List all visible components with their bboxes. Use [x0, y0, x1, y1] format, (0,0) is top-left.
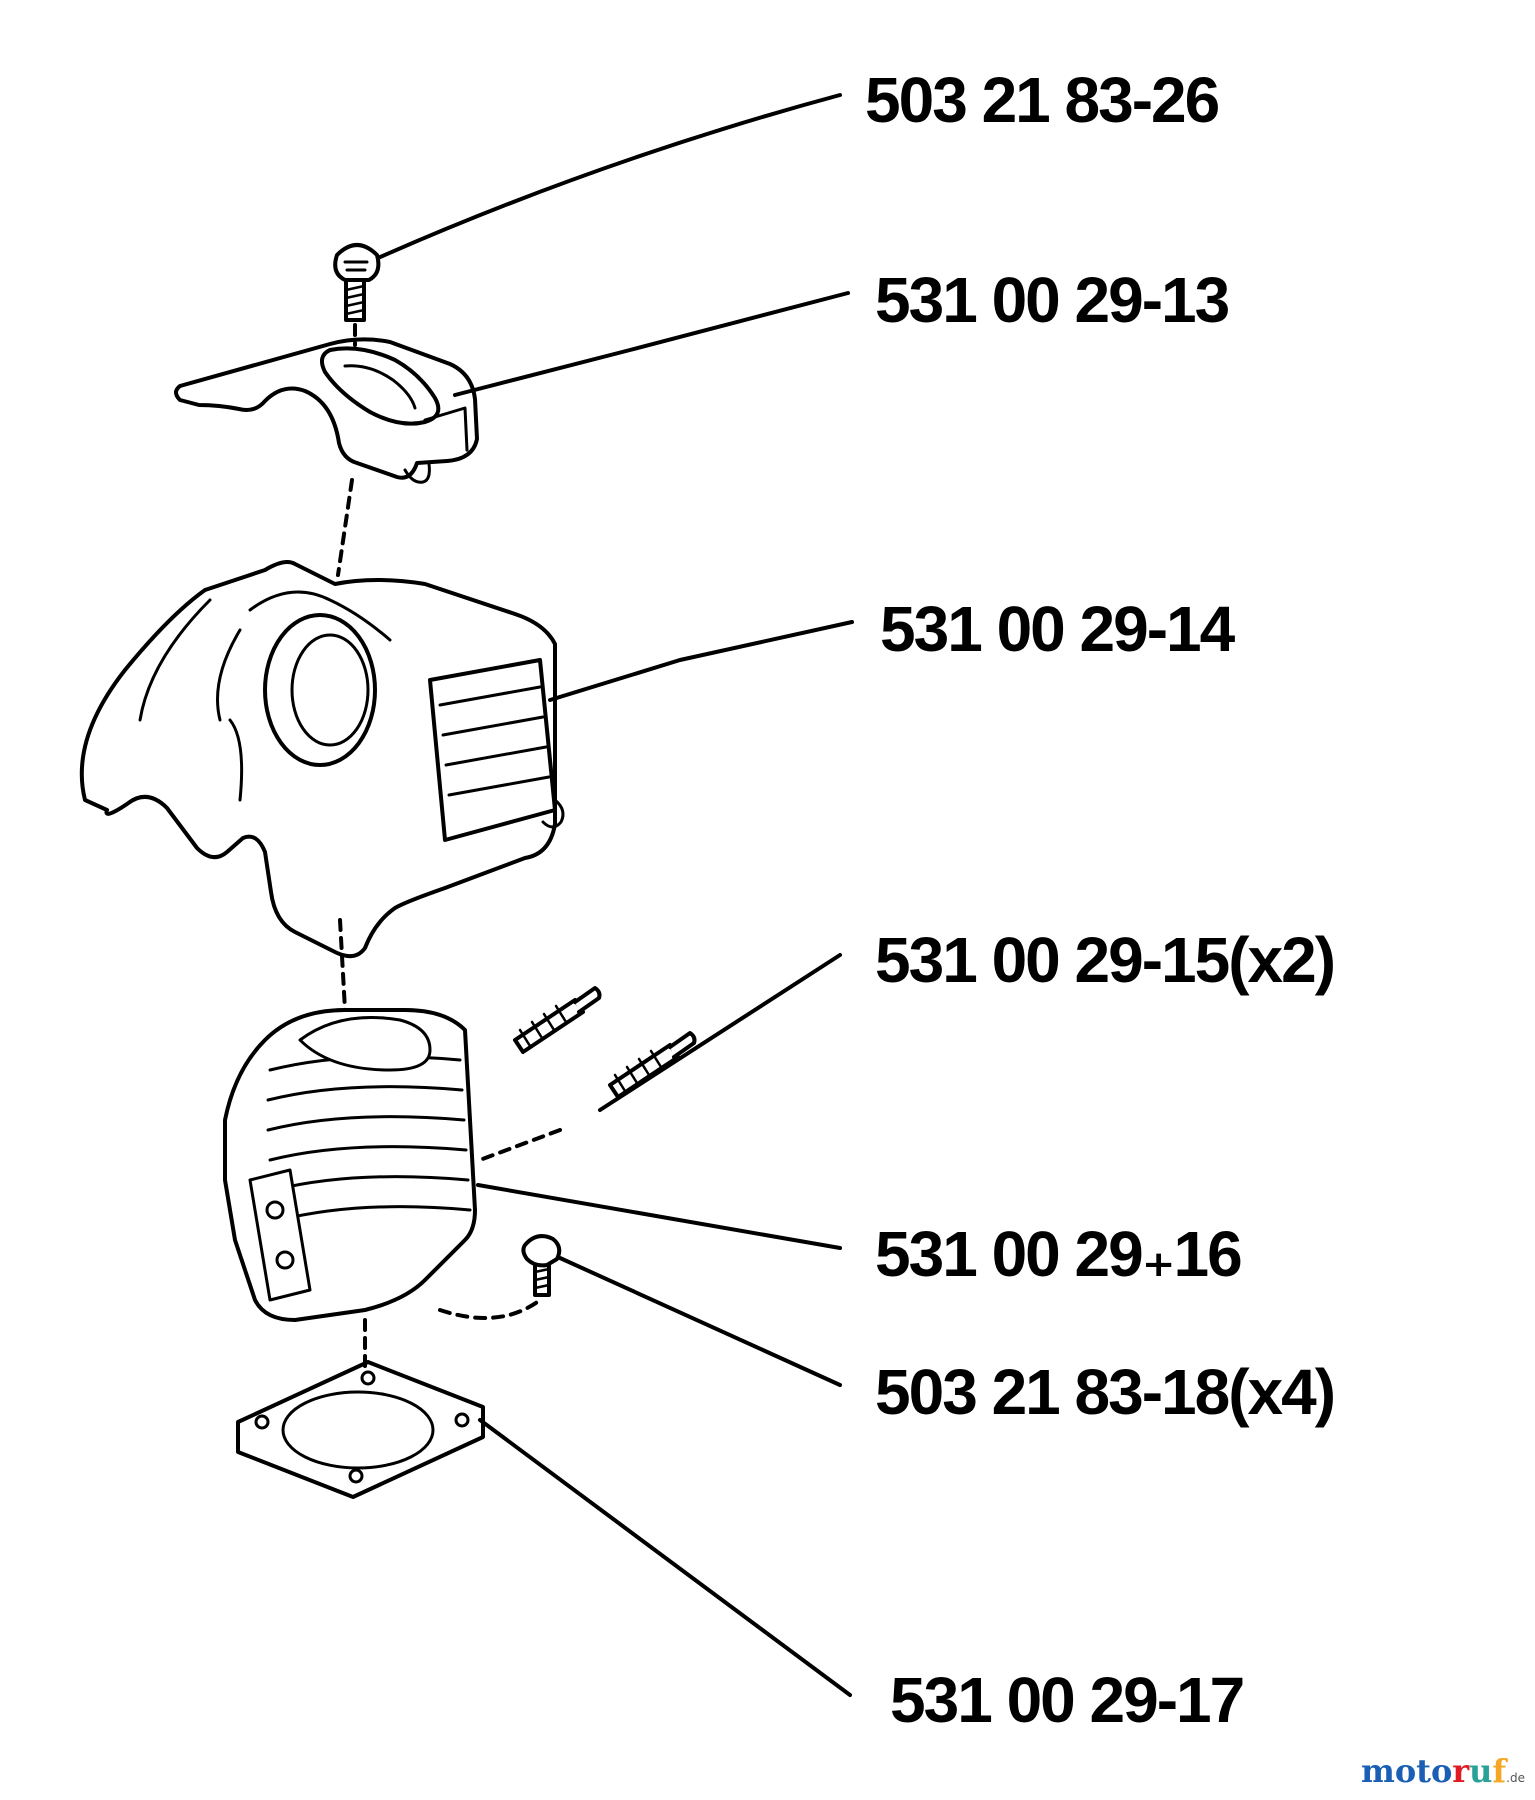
- cylinder-bolt-drawing: [521, 1234, 562, 1297]
- top-screw-drawing: [333, 243, 381, 322]
- top-cover-drawing: [174, 337, 479, 484]
- cylinder-drawing: [223, 1008, 477, 1322]
- gasket-drawing: [236, 1360, 485, 1499]
- part-label-engine-shroud: 531 00 29-14: [880, 593, 1235, 665]
- studs-drawing: [513, 986, 697, 1099]
- part-label-gasket: 531 00 29-17: [890, 1664, 1245, 1736]
- watermark-part-3: u: [1469, 1752, 1493, 1790]
- assembly-dashed-lines: [336, 323, 562, 1372]
- part-label-top-screw: 503 21 83-26: [865, 64, 1220, 136]
- part-label-top-cover: 531 00 29-13: [875, 264, 1230, 336]
- part-label-studs: 531 00 29-15(x2): [875, 924, 1336, 996]
- leader-lines: [376, 93, 854, 1697]
- watermark-part-1: moto: [1360, 1752, 1453, 1790]
- part-label-cylinder: 531 00 29₊16: [875, 1218, 1243, 1290]
- watermark-suffix: .de: [1506, 1771, 1525, 1785]
- part-label-cylinder-bolt: 503 21 83-18(x4): [875, 1356, 1336, 1428]
- engine-shroud-drawing: [79, 560, 565, 959]
- watermark-part-2: r: [1452, 1752, 1470, 1790]
- watermark-logo: motoruf.de: [1361, 1752, 1525, 1790]
- watermark-part-4: f: [1492, 1752, 1507, 1790]
